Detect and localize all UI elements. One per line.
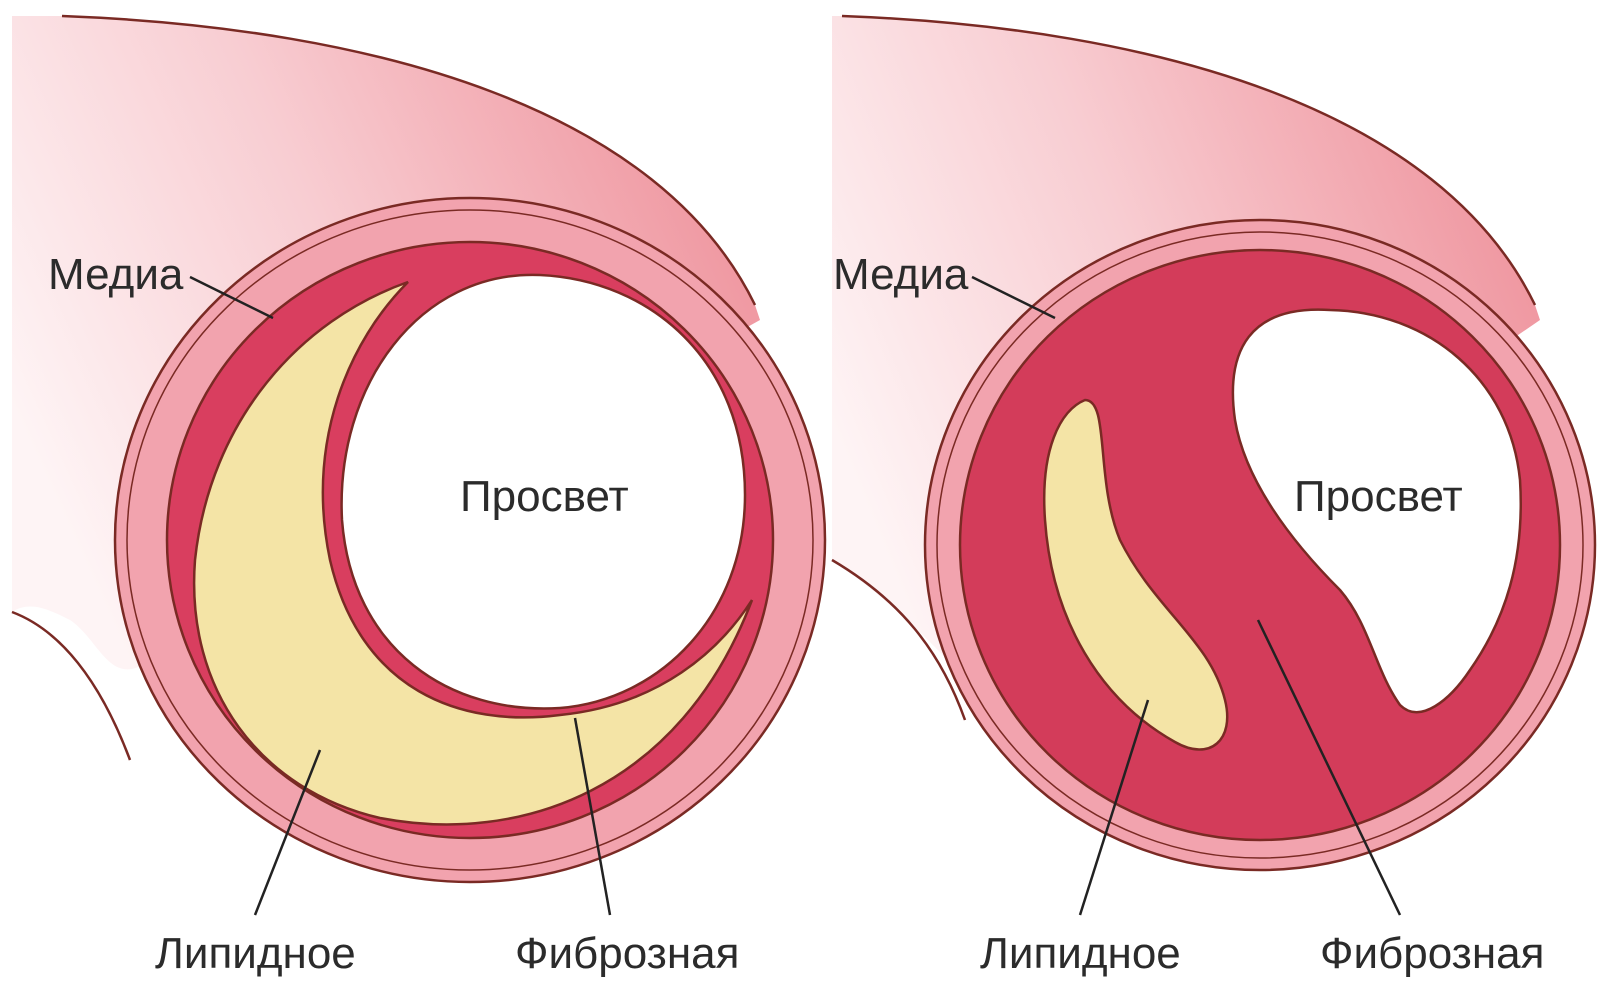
media-label-right: Медиа <box>833 250 969 299</box>
lipid-label-right: Липидное <box>980 929 1181 978</box>
panel-left: Медиа Просвет Липидное Фиброзная <box>12 16 825 978</box>
media-label-left: Медиа <box>48 250 184 299</box>
lumen-label-left: Просвет <box>460 472 629 521</box>
fibrous-label-right: Фиброзная <box>1320 929 1544 978</box>
lumen-label-right: Просвет <box>1294 472 1463 521</box>
fibrous-label-left: Фиброзная <box>515 929 739 978</box>
lipid-label-left: Липидное <box>155 929 356 978</box>
panel-right: Медиа Просвет Липидное Фиброзная <box>832 16 1595 978</box>
